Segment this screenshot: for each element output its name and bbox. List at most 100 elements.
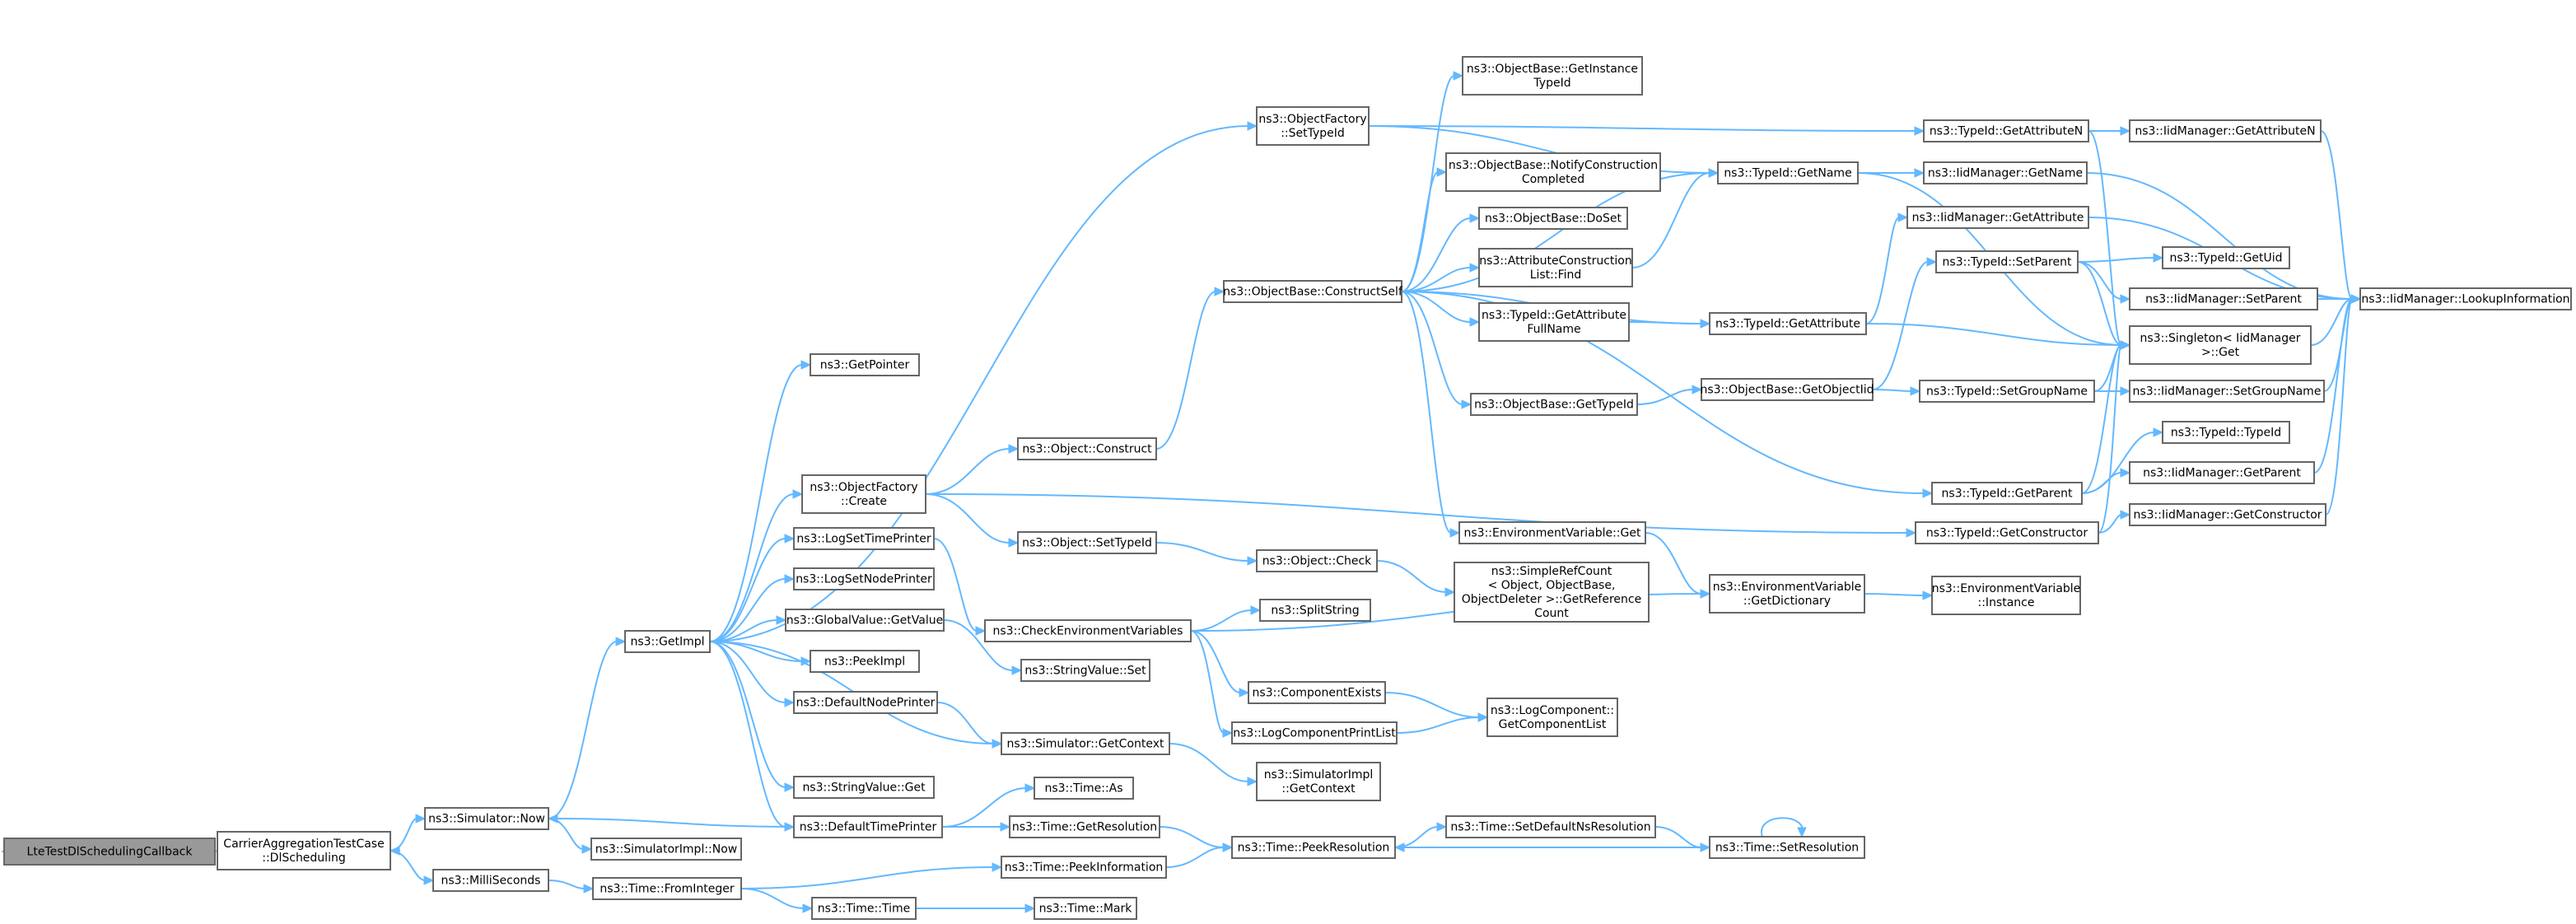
function-node-peekimpl[interactable]: ns3::PeekImpl: [810, 650, 920, 673]
function-node-timegetres[interactable]: ns3::Time::GetResolution: [1009, 815, 1160, 838]
function-node-objcheck[interactable]: ns3::Object::Check: [1256, 549, 1378, 572]
node-box: [624, 630, 711, 653]
call-edge-getimpl-to-deftime: [709, 641, 796, 832]
call-edge-ofsettypeid-to-tidgetattrn: [1368, 125, 1925, 136]
edge-arrowhead: [802, 903, 814, 913]
node-box: [785, 609, 945, 632]
edge-arrowhead: [784, 534, 796, 544]
function-node-setres[interactable]: ns3::Time::SetResolution: [1709, 836, 1865, 859]
function-node-svget[interactable]: ns3::StringValue::Get: [793, 776, 935, 799]
function-node-tidgetparent[interactable]: ns3::TypeId::GetParent: [1931, 482, 2083, 505]
function-node-compexists[interactable]: ns3::ComponentExists: [1248, 681, 1386, 704]
function-node-logsetnode[interactable]: ns3::LogSetNodePrinter: [793, 567, 935, 590]
function-node-constructself[interactable]: ns3::ObjectBase::ConstructSelf: [1223, 280, 1403, 303]
node-box: [1454, 562, 1650, 623]
function-node-envinstance[interactable]: ns3::EnvironmentVariable::Instance: [1931, 576, 2081, 615]
edge-line: [925, 493, 1010, 544]
function-node-getimpl[interactable]: ns3::GetImpl: [624, 630, 711, 653]
function-node-iidgetctor[interactable]: ns3::IidManager::GetConstructor: [2129, 503, 2326, 526]
edge-arrowhead: [1247, 121, 1258, 131]
function-node-simimplnow[interactable]: ns3::SimulatorImpl::Now: [590, 838, 742, 861]
function-node-lcgetlist[interactable]: ns3::LogComponent::GetComponentList: [1486, 698, 1618, 737]
function-node-peekres[interactable]: ns3::Time::PeekResolution: [1231, 836, 1396, 859]
function-node-timeas[interactable]: ns3::Time::As: [1034, 777, 1134, 800]
node-box: [1458, 521, 1646, 544]
function-node-envgetdict[interactable]: ns3::EnvironmentVariable::GetDictionary: [1709, 574, 1865, 614]
function-node-timetime[interactable]: ns3::Time::Time: [811, 897, 917, 920]
call-edge-envget-to-envgetdict: [1645, 532, 1711, 599]
function-node-iidlookup[interactable]: ns3::IidManager::LookupInformation: [2359, 287, 2572, 310]
function-node-timepeekinfo[interactable]: ns3::Time::PeekInformation: [1001, 856, 1167, 879]
function-node-simnow[interactable]: ns3::Simulator::Now: [424, 807, 549, 830]
function-node-splitstring[interactable]: ns3::SplitString: [1259, 599, 1371, 622]
call-edge-ofcreate-to-tidgetctor: [925, 493, 1917, 538]
function-node-frominteger[interactable]: ns3::Time::FromInteger: [592, 877, 742, 900]
function-node-iidsetgroup[interactable]: ns3::IidManager::SetGroupName: [2129, 380, 2325, 403]
function-node-tidgetname[interactable]: ns3::TypeId::GetName: [1717, 161, 1859, 184]
function-node-tidgetattr[interactable]: ns3::TypeId::GetAttribute: [1709, 312, 1867, 335]
edge-arrowhead: [1444, 587, 1456, 597]
node-label: ns3::GlobalValue::GetValue: [786, 614, 943, 628]
node-box: [793, 815, 943, 838]
function-node-setdefnsres[interactable]: ns3::Time::SetDefaultNsResolution: [1445, 815, 1656, 838]
function-node-timemark[interactable]: ns3::Time::Mark: [1034, 897, 1137, 920]
function-node-dlsched[interactable]: CarrierAggregationTestCase::DlScheduling: [217, 831, 391, 870]
function-node-gvgetvalue[interactable]: ns3::GlobalValue::GetValue: [785, 609, 945, 632]
edge-line: [1761, 817, 1804, 838]
function-node-tidsetparent[interactable]: ns3::TypeId::SetParent: [1935, 250, 2079, 273]
function-node-simgetctx[interactable]: ns3::Simulator::GetContext: [1001, 732, 1170, 755]
node-label: ns3::TypeId::GetName: [1724, 167, 1851, 180]
function-node-root[interactable]: LteTestDlSchedulingCallback: [3, 838, 216, 866]
function-node-objsettypeid[interactable]: ns3::Object::SetTypeId: [1017, 531, 1157, 554]
node-label: ::Instance: [1978, 596, 2035, 609]
function-node-ofcreate[interactable]: ns3::ObjectFactory::Create: [801, 474, 926, 514]
function-node-millis[interactable]: ns3::MilliSeconds: [432, 869, 549, 892]
function-node-simplerefcount[interactable]: ns3::SimpleRefCount< Object, ObjectBase,…: [1454, 562, 1650, 623]
node-box: [793, 691, 938, 714]
function-node-svset[interactable]: ns3::StringValue::Set: [1020, 659, 1150, 682]
function-node-simimplgetctx[interactable]: ns3::SimulatorImpl::GetContext: [1256, 762, 1381, 801]
node-box: [424, 807, 549, 830]
function-node-defnode[interactable]: ns3::DefaultNodePrinter: [793, 691, 938, 714]
node-box: [1001, 856, 1167, 879]
node-label: ns3::Object::Construct: [1022, 443, 1152, 456]
node-box: [1231, 721, 1398, 744]
function-node-tidgetuid[interactable]: ns3::TypeId::GetUid: [2162, 246, 2290, 269]
node-box: [1931, 482, 2083, 505]
function-node-envget[interactable]: ns3::EnvironmentVariable::Get: [1458, 521, 1646, 544]
function-node-checkenv[interactable]: ns3::CheckEnvironmentVariables: [984, 619, 1192, 642]
function-node-tidgetctor[interactable]: ns3::TypeId::GetConstructor: [1915, 521, 2099, 544]
edge-arrowhead: [615, 637, 627, 646]
node-box: [793, 527, 935, 550]
function-node-iidgetname[interactable]: ns3::IidManager::GetName: [1923, 161, 2088, 184]
edge-line: [2077, 261, 2122, 300]
function-node-logcompprint[interactable]: ns3::LogComponentPrintList: [1231, 721, 1398, 744]
function-node-tidsetgroup[interactable]: ns3::TypeId::SetGroupName: [1919, 380, 2095, 403]
function-node-obdoset[interactable]: ns3::ObjectBase::DoSet: [1478, 207, 1628, 230]
function-node-obgettypeid[interactable]: ns3::ObjectBase::GetTypeId: [1470, 393, 1638, 416]
function-node-objconstruct[interactable]: ns3::Object::Construct: [1017, 437, 1157, 460]
function-node-tidtypeid[interactable]: ns3::TypeId::TypeId: [2162, 421, 2290, 444]
call-edge-objsettypeid-to-objcheck: [1155, 542, 1258, 566]
function-node-iidgetattrn[interactable]: ns3::IidManager::GetAttributeN: [2129, 119, 2322, 142]
function-node-iidgetattr[interactable]: ns3::IidManager::GetAttribute: [1906, 206, 2089, 229]
edge-arrowhead: [975, 626, 987, 636]
function-node-logsettime[interactable]: ns3::LogSetTimePrinter: [793, 527, 935, 550]
call-edge-tidsetparent-to-singleton: [2077, 261, 2131, 350]
function-node-singleton[interactable]: ns3::Singleton< IidManager >::Get: [2129, 325, 2312, 365]
function-node-iidgetparent[interactable]: ns3::IidManager::GetParent: [2129, 461, 2315, 484]
function-node-obgetobjectiid[interactable]: ns3::ObjectBase::GetObjectIid: [1700, 378, 1874, 401]
function-node-obnotify[interactable]: ns3::ObjectBase::NotifyConstructionCompl…: [1445, 152, 1661, 192]
edge-line: [1401, 291, 1452, 534]
function-node-ofsettypeid[interactable]: ns3::ObjectFactory::SetTypeId: [1256, 106, 1370, 146]
function-node-iidsetparent[interactable]: ns3::IidManager::SetParent: [2129, 287, 2318, 310]
edge-line: [943, 619, 1014, 671]
node-label: TypeId: [1533, 77, 1570, 90]
function-node-tidgetattrn[interactable]: ns3::TypeId::GetAttributeN: [1923, 119, 2089, 142]
function-node-getpointer[interactable]: ns3::GetPointer: [810, 353, 920, 376]
function-node-deftime[interactable]: ns3::DefaultTimePrinter: [793, 815, 943, 838]
